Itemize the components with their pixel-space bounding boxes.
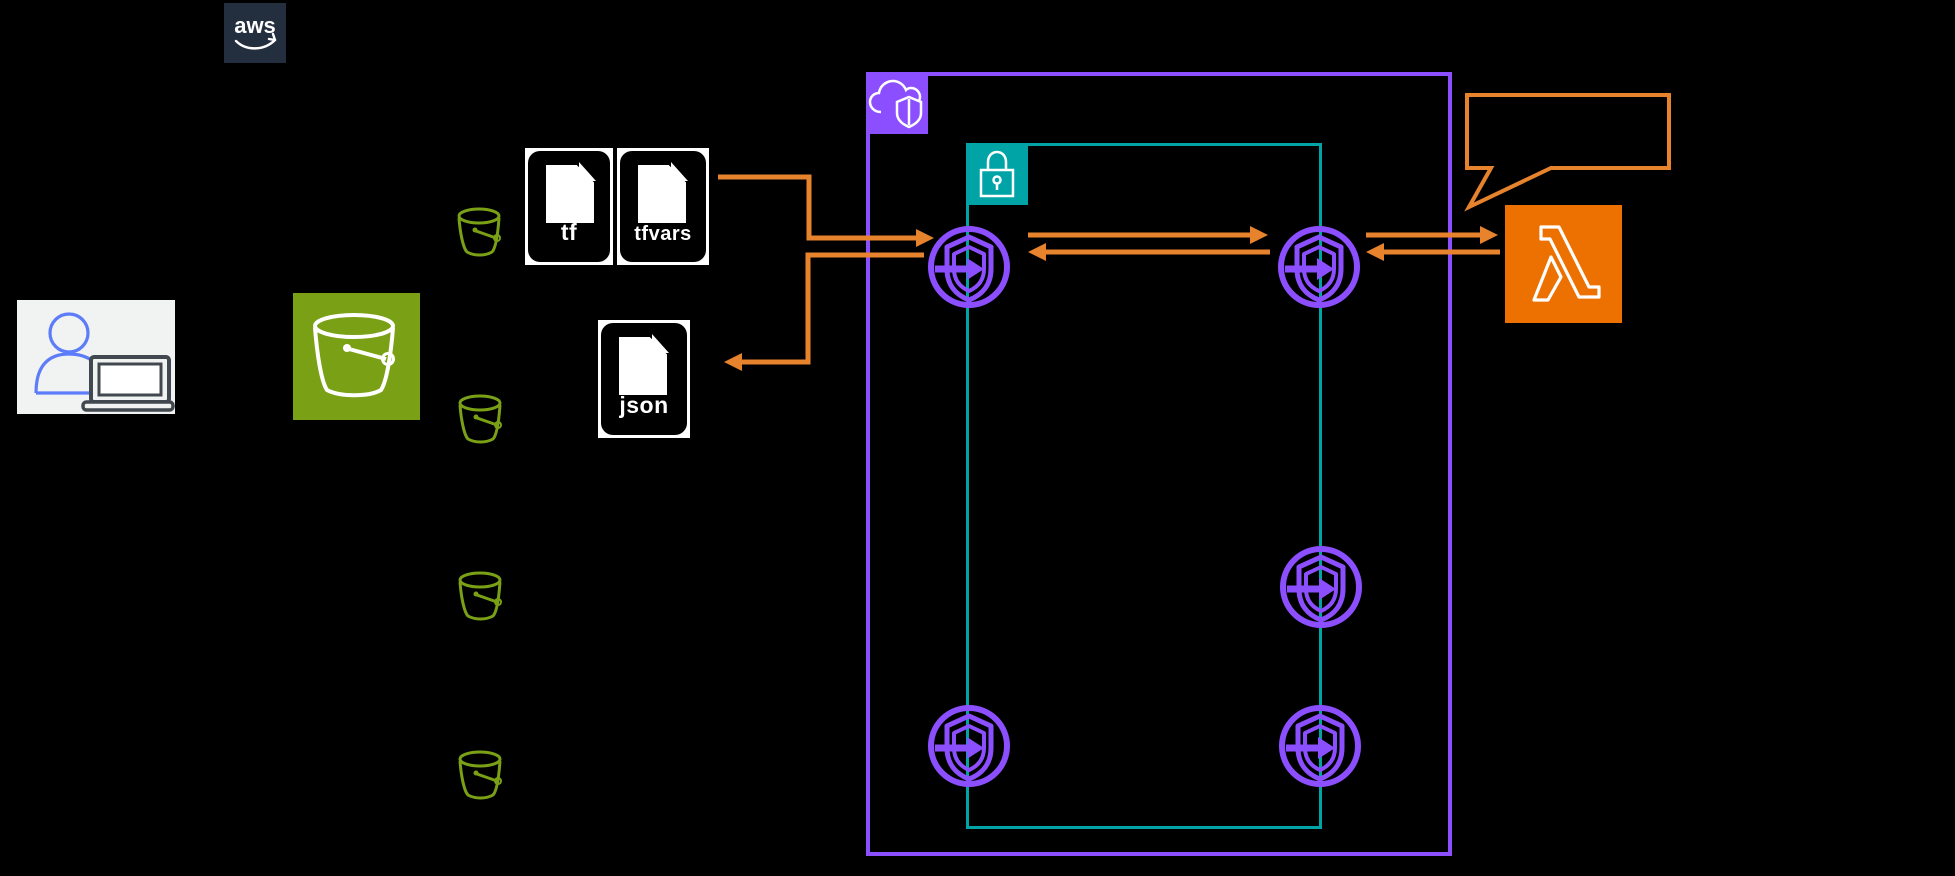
document-icon-json: json <box>598 320 690 438</box>
vpc-endpoint-icon <box>1275 223 1363 311</box>
arrowhead-left <box>1366 243 1384 261</box>
document-fold <box>579 162 596 181</box>
aws-logo-label: aws <box>234 13 276 38</box>
document-body: tf <box>528 151 610 262</box>
document-body: tfvars <box>620 151 706 262</box>
callout-bubble-icon <box>1464 93 1671 212</box>
vpc-boundary <box>866 72 1452 856</box>
bucket-outline-icon <box>455 206 503 258</box>
arrowhead-left <box>1028 243 1046 261</box>
vpc-cloud-shield-icon <box>866 72 928 134</box>
aws-logo-icon: aws <box>224 3 286 63</box>
vpc-endpoint-icon <box>925 223 1013 311</box>
vpc-endpoint-icon <box>925 702 1013 790</box>
arrowhead-left <box>724 353 742 371</box>
arrowhead-right <box>1480 226 1498 244</box>
document-icon-tfvars: tfvars <box>617 148 709 265</box>
arrow-tfvars-to-endpoint <box>718 174 916 241</box>
document-label: tfvars <box>634 223 692 245</box>
document-label: tf <box>560 219 578 245</box>
document-icon-tf: tf <box>525 148 613 265</box>
arrow-endpoint-to-json <box>742 252 924 365</box>
bucket-outline-icon <box>456 570 504 622</box>
document-label: json <box>619 392 669 418</box>
private-subnet-boundary <box>966 143 1322 829</box>
document-fold <box>652 334 669 353</box>
vpc-endpoint-icon <box>1277 543 1365 631</box>
user-laptop-icon <box>17 300 175 414</box>
bucket-outline-icon <box>456 393 504 445</box>
vpc-endpoint-icon <box>1276 702 1364 790</box>
document-fold <box>671 162 688 181</box>
document-body: json <box>601 323 687 435</box>
s3-bucket-icon <box>293 293 420 420</box>
arrowhead-right <box>916 229 934 247</box>
private-subnet-lock-icon <box>966 143 1028 205</box>
arrowhead-right <box>1250 226 1268 244</box>
bucket-outline-icon <box>456 749 504 801</box>
lambda-icon <box>1505 205 1622 323</box>
